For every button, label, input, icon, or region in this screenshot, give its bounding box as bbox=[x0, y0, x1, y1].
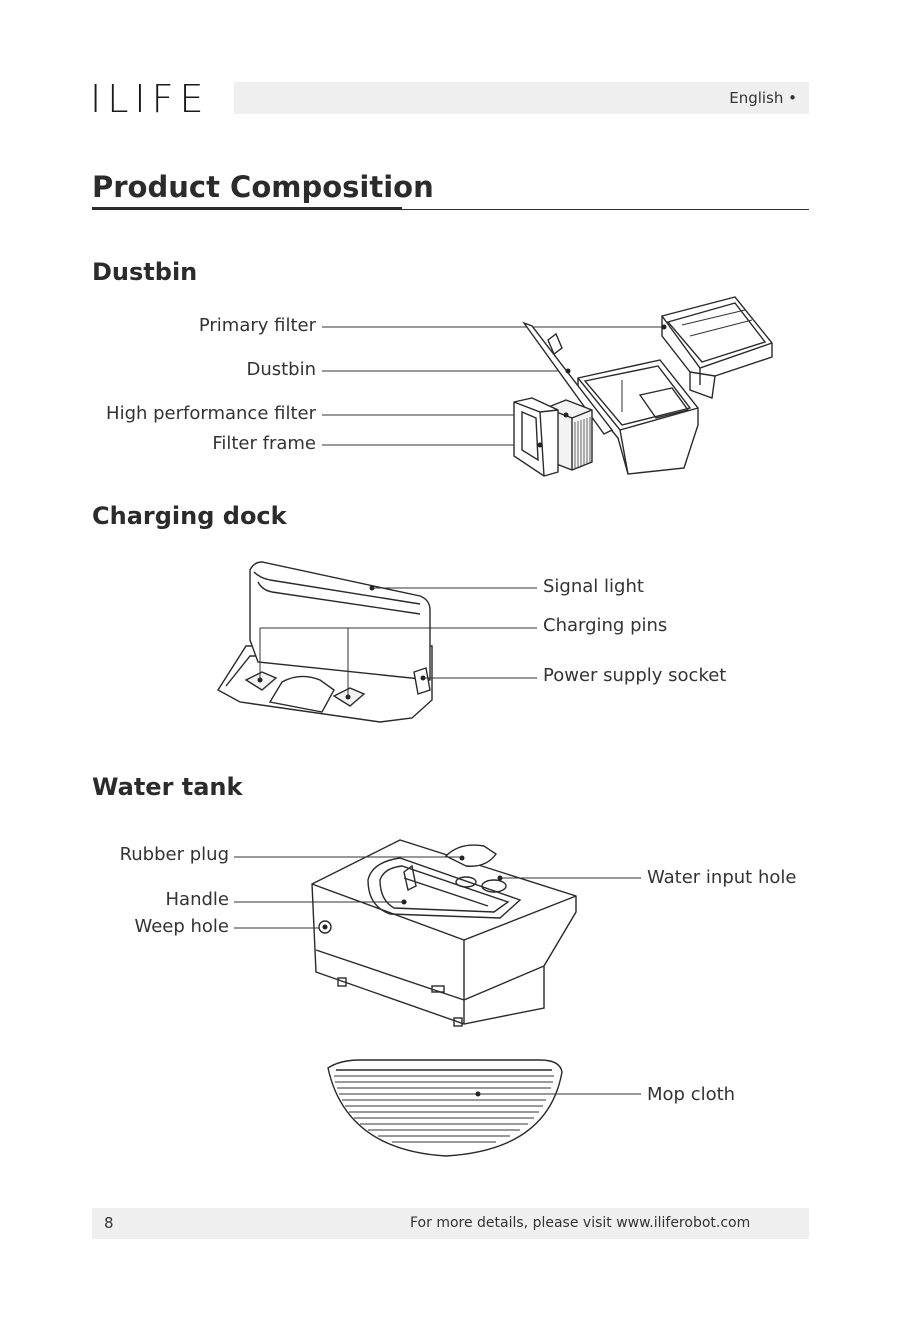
footer-text: For more details, please visit www.ilife… bbox=[410, 1215, 750, 1231]
water-tank-illustration bbox=[234, 840, 641, 1026]
footer-bar: 8 For more details, please visit www.ili… bbox=[92, 1208, 809, 1239]
mop-cloth-illustration bbox=[328, 1060, 641, 1156]
dustbin-illustration bbox=[322, 297, 772, 476]
page-number: 8 bbox=[104, 1214, 114, 1232]
charging-dock-illustration bbox=[218, 562, 537, 722]
